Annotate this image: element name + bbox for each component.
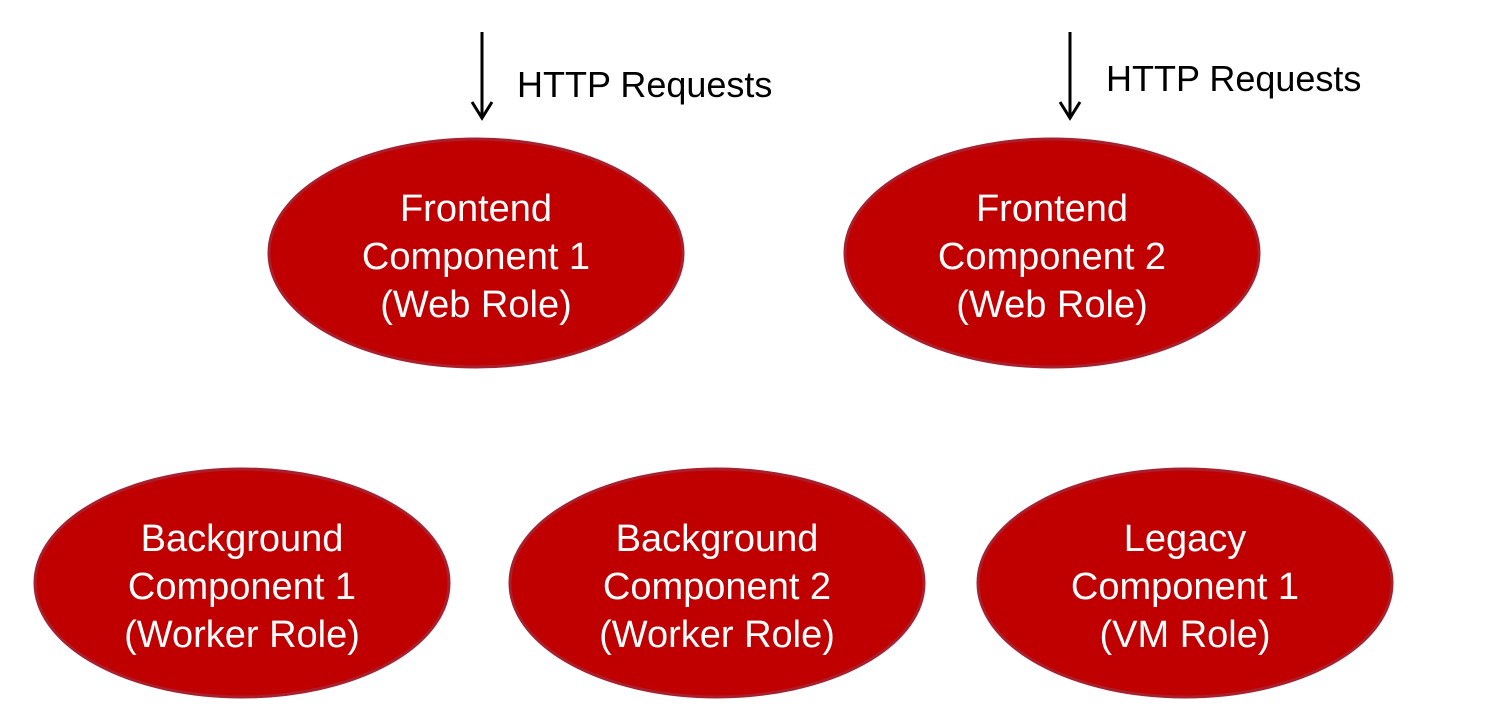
node-line-1: Frontend xyxy=(976,188,1128,230)
node-line-2: Component 1 xyxy=(128,566,356,608)
node-line-3: (Worker Role) xyxy=(599,614,835,656)
http-request-arrow-1: HTTP Requests xyxy=(470,32,772,121)
node-line-1: Background xyxy=(616,518,819,560)
node-line-3: (Web Role) xyxy=(956,284,1147,326)
arrow-down-icon xyxy=(1058,101,1082,121)
node-line-1: Frontend xyxy=(400,188,552,230)
node-line-3: (VM Role) xyxy=(1099,614,1270,656)
frontend-component-1-node: Frontend Component 1 (Web Role) xyxy=(267,137,685,369)
node-line-1: Legacy xyxy=(1124,518,1247,560)
background-component-2-node: Background Component 2 (Worker Role) xyxy=(508,467,926,699)
node-line-2: Component 2 xyxy=(938,236,1166,278)
node-ellipse xyxy=(267,137,685,369)
background-component-1-node: Background Component 1 (Worker Role) xyxy=(33,467,451,699)
node-ellipse xyxy=(508,467,926,699)
frontend-component-2-node: Frontend Component 2 (Web Role) xyxy=(843,137,1261,369)
node-ellipse xyxy=(843,137,1261,369)
legacy-component-1-node: Legacy Component 1 (VM Role) xyxy=(976,467,1394,699)
node-line-2: Component 1 xyxy=(362,236,590,278)
node-ellipse xyxy=(33,467,451,699)
node-line-3: (Worker Role) xyxy=(124,614,360,656)
http-requests-label-2: HTTP Requests xyxy=(1106,58,1361,99)
arrow-down-icon xyxy=(470,101,494,121)
node-line-1: Background xyxy=(141,518,344,560)
http-requests-label-1: HTTP Requests xyxy=(517,64,772,105)
node-ellipse xyxy=(976,467,1394,699)
node-line-2: Component 1 xyxy=(1071,566,1299,608)
node-line-3: (Web Role) xyxy=(380,284,571,326)
http-request-arrow-2: HTTP Requests xyxy=(1058,32,1361,121)
node-line-2: Component 2 xyxy=(603,566,831,608)
